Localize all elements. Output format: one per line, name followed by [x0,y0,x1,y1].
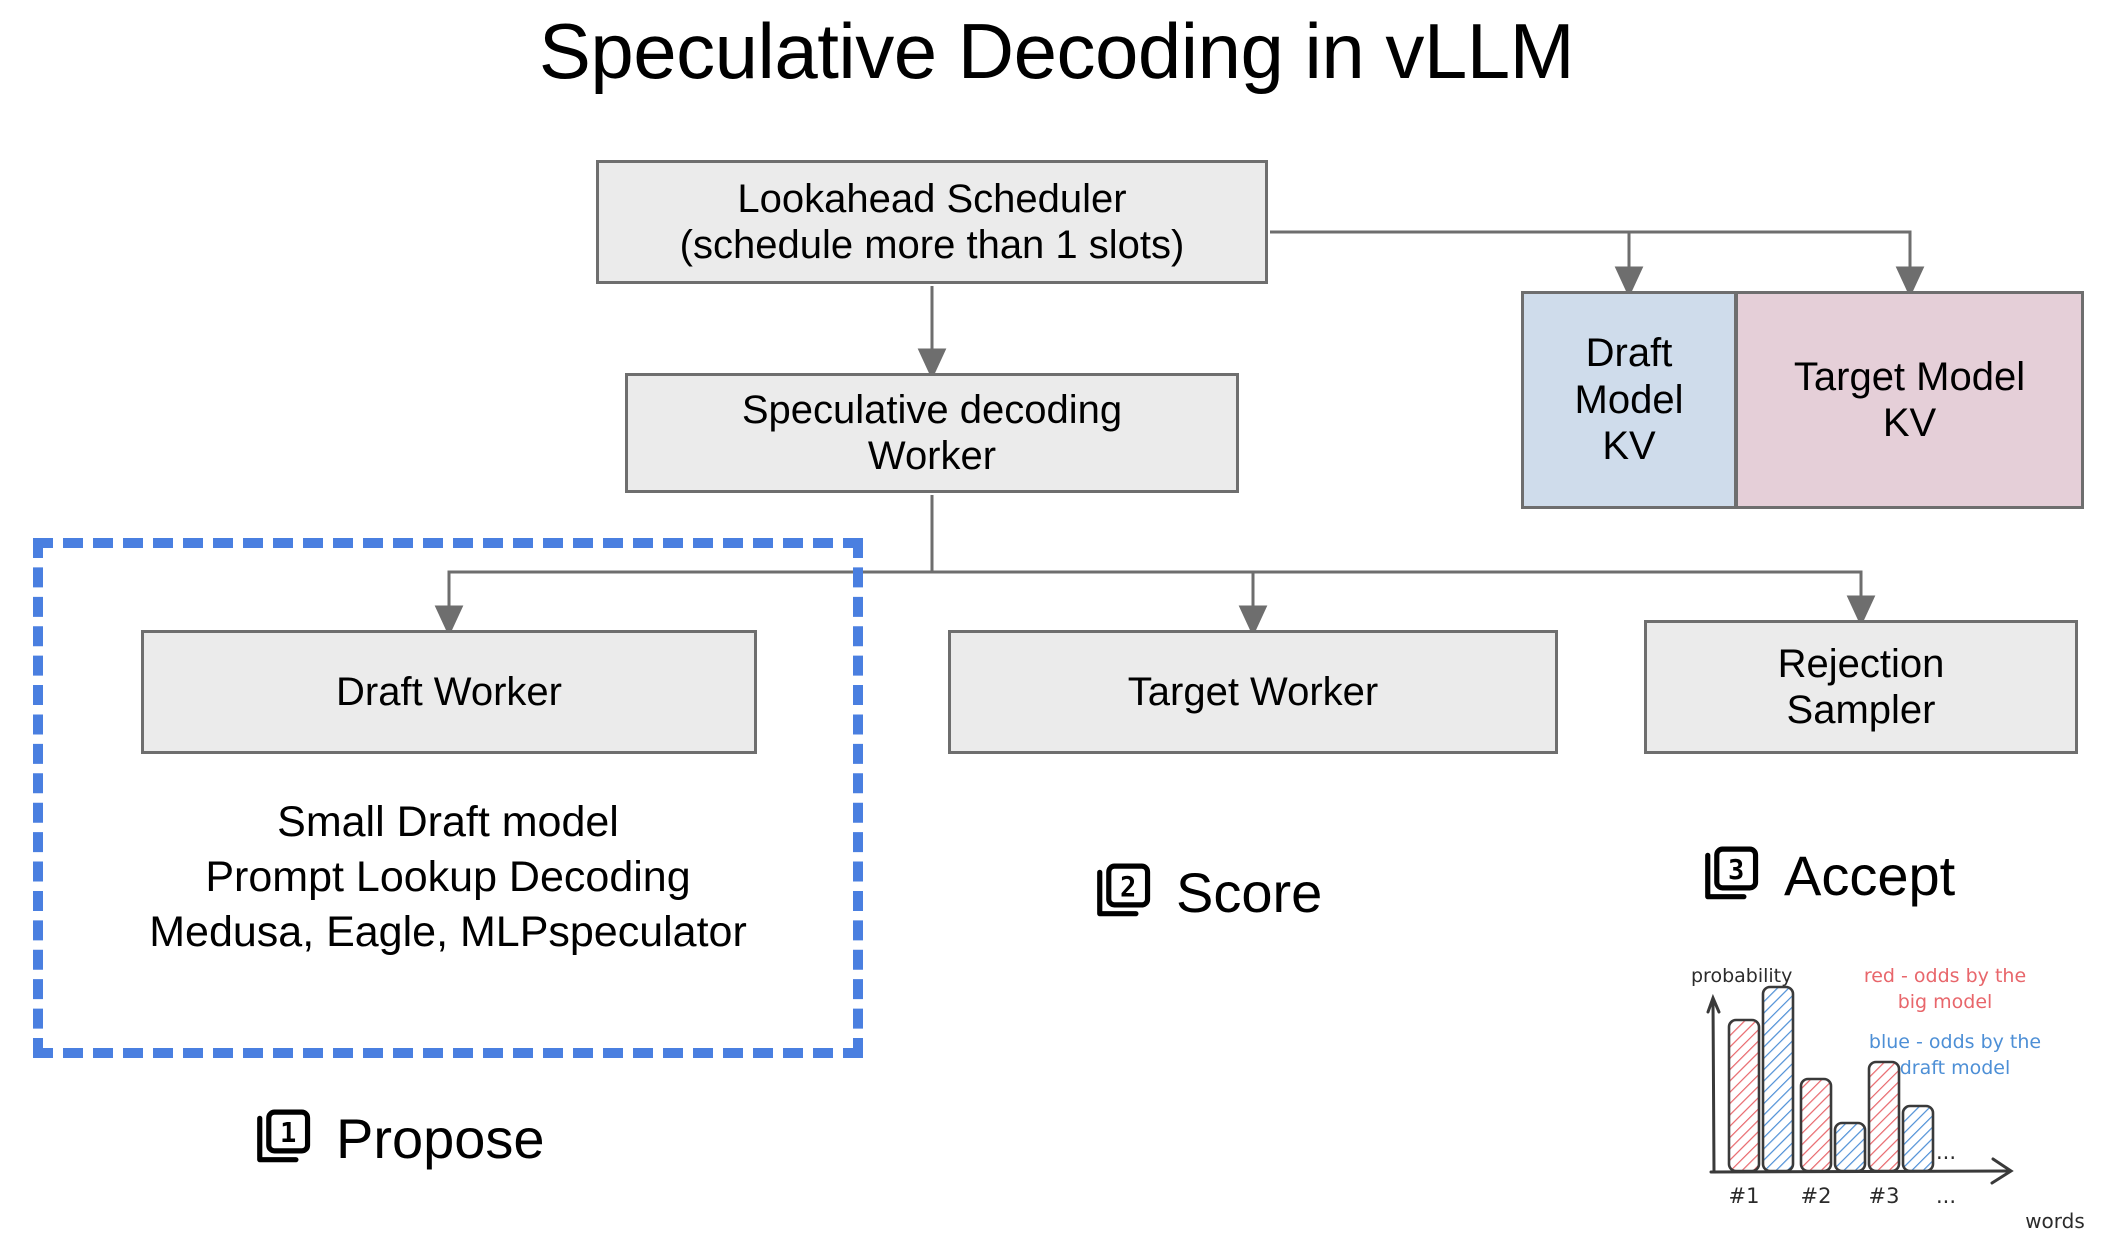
bar-red-3 [1867,1060,1901,1173]
node-draft-model-kv[interactable]: Draft Model KV [1521,291,1736,509]
node-label: Draft Model KV [1574,331,1684,469]
bar-red-2 [1799,1077,1833,1173]
chart-xtick-0: #1 [1729,1184,1760,1208]
legend-blue-line1: blue - odds by the [1869,1031,2041,1053]
chart-ylabel: probability [1691,965,1792,987]
stacked-card-2-icon: 2 [1097,863,1151,917]
node-target-worker[interactable]: Target Worker [948,630,1558,754]
bar-red-1 [1727,1018,1761,1173]
step-number: 1 [280,1118,296,1149]
chart-ellipsis-annotation: ... [1936,1140,1956,1164]
bar-blue-1 [1761,985,1795,1173]
node-speculative-decoding-worker[interactable]: Speculative decoding Worker [625,373,1239,493]
draft-worker-methods-text: Small Draft model Prompt Lookup Decoding… [149,798,747,957]
node-draft-worker[interactable]: Draft Worker [141,630,757,754]
node-target-model-kv[interactable]: Target Model KV [1736,291,2084,509]
stacked-card-1-icon: 1 [257,1109,311,1163]
bar-group-3 [1867,1060,1935,1173]
node-rejection-sampler[interactable]: Rejection Sampler [1644,620,2078,754]
legend-red-line1: red - odds by the [1864,965,2026,987]
page-title: Speculative Decoding in vLLM [538,7,1575,95]
node-label: Lookahead Scheduler (schedule more than … [679,176,1185,267]
legend-blue-line2: draft model [1900,1057,2011,1079]
step-label: Score [1176,861,1323,924]
chart-xtick-2: #3 [1869,1184,1900,1208]
node-lookahead-scheduler[interactable]: Lookahead Scheduler (schedule more than … [596,160,1268,284]
step-number: 2 [1120,872,1136,903]
chart-xtick-1: #2 [1801,1184,1832,1208]
step-label: Accept [1784,844,1956,907]
step-propose[interactable]: 1 Propose [252,1108,545,1170]
step-score[interactable]: 2 Score [1092,862,1322,924]
chart-xtick-3: ... [1936,1184,1956,1208]
node-label: Target Model KV [1793,354,2026,445]
node-label: Speculative decoding Worker [741,387,1123,478]
step-accept[interactable]: 3 Accept [1700,845,1955,907]
node-label: Target Worker [1127,669,1379,714]
bar-group-2 [1799,1077,1867,1173]
stacked-card-3-icon: 3 [1705,846,1759,900]
bar-blue-2 [1833,1121,1867,1173]
node-label: Rejection Sampler [1777,641,1945,732]
chart-xlabel: words [2025,1209,2085,1233]
bar-blue-3 [1901,1104,1935,1173]
step-label: Propose [336,1107,545,1170]
bar-group-1 [1727,985,1795,1173]
node-label: Draft Worker [336,669,562,714]
propose-highlight-region [33,538,863,1058]
probability-sketch-chart: probability #1 #2 #3 ... ... w [1655,940,2095,1240]
step-number: 3 [1728,855,1744,886]
legend-red-line2: big model [1898,991,1993,1013]
chart-legend: red - odds by the big model blue - odds … [1864,965,2041,1079]
